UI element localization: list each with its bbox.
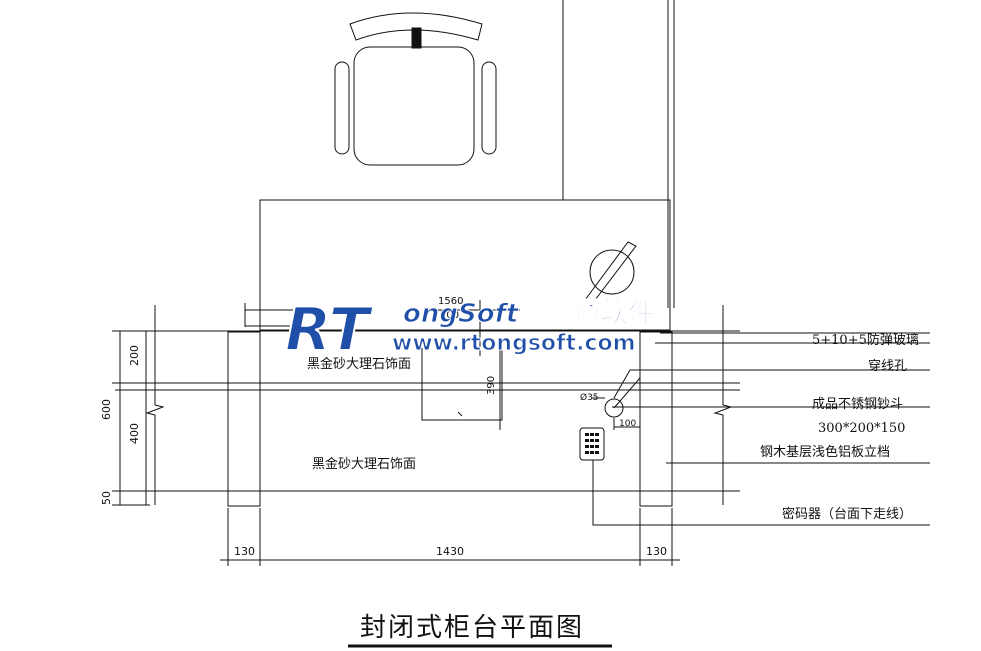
watermark-brand-cn: 融通软件 bbox=[544, 296, 656, 329]
callout-cable-hole: 穿线孔 bbox=[868, 358, 907, 374]
dim-top-1560: 1560 bbox=[438, 296, 463, 307]
dim-bottom-left: 130 bbox=[234, 545, 255, 558]
watermark-rt: RT bbox=[285, 295, 374, 365]
keypad-icon bbox=[579, 427, 605, 461]
dim-inner-390: 390 bbox=[486, 376, 497, 395]
watermark-logo: RT ongSoft 融通软件 www.rtongsoft.com bbox=[284, 294, 657, 366]
drawing-title: 封闭式柜台平面图 bbox=[360, 613, 584, 643]
surface-label-bottom: 黑金砂大理石饰面 bbox=[312, 456, 416, 472]
callout-panel: 钢木基层浅色铝板立档 bbox=[760, 444, 890, 460]
watermark-url: www.rtongsoft.com bbox=[392, 331, 636, 356]
callout-keypad: 密码器（台面下走线） bbox=[782, 506, 912, 522]
dim-offset-100: 100 bbox=[619, 419, 636, 429]
callout-glass: 5+10+5防弹玻璃 bbox=[812, 332, 919, 348]
dim-left-top: 200 bbox=[128, 345, 141, 366]
callout-tray: 成品不锈钢钞斗 bbox=[812, 397, 903, 412]
dim-bottom-right: 130 bbox=[646, 545, 667, 558]
dim-left-mid: 400 bbox=[128, 423, 141, 444]
dim-top-200: 200 bbox=[440, 310, 459, 321]
callout-tray-size: 300*200*150 bbox=[818, 421, 905, 436]
dim-left-bottom: 50 bbox=[100, 491, 113, 505]
dim-diameter: Ø35 bbox=[580, 392, 599, 403]
chair-icon bbox=[334, 12, 497, 166]
dim-left-total: 600 bbox=[100, 399, 113, 420]
surface-label-top: 黑金砂大理石饰面 bbox=[307, 356, 411, 372]
dim-bottom-mid: 1430 bbox=[436, 545, 464, 558]
watermark-brand-en: ongSoft bbox=[403, 299, 520, 329]
